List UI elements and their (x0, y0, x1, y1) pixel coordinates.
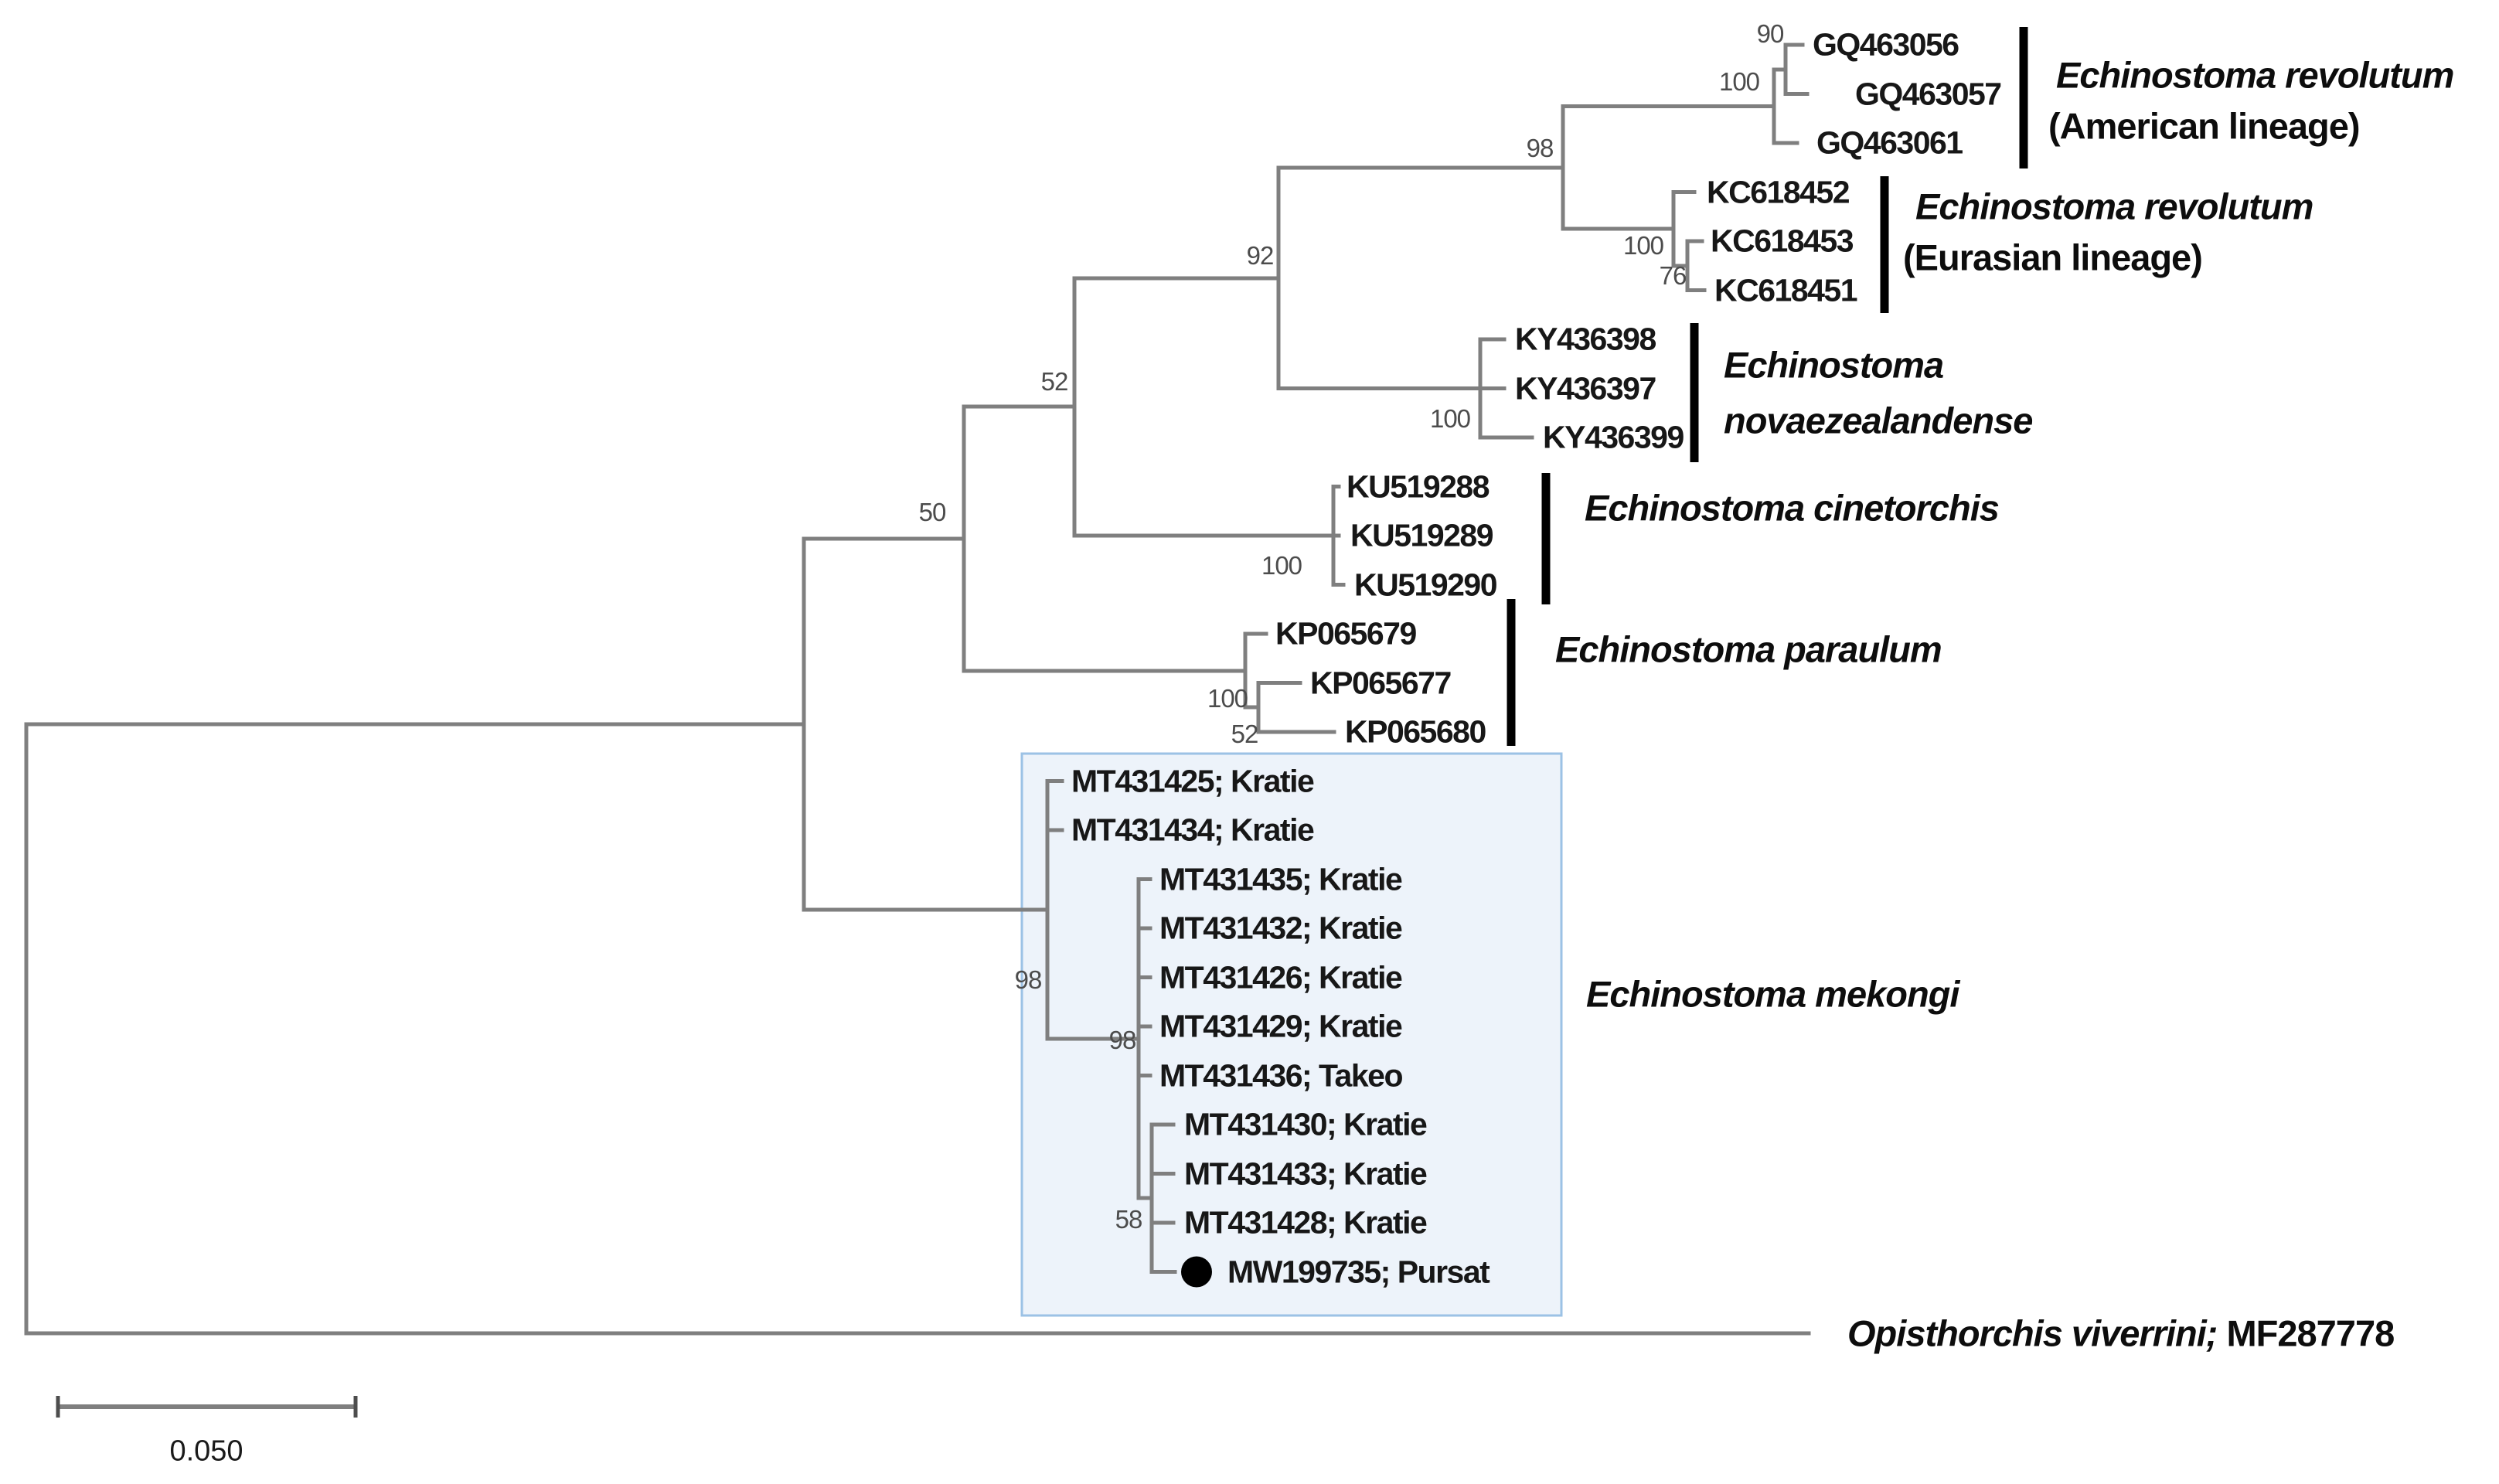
bootstrap-value: 92 (1246, 241, 1275, 270)
tip-label: MT431428; Kratie (1184, 1204, 1428, 1241)
species-annotation-text: MF287778 (2226, 1312, 2395, 1354)
species-annotation: Opisthorchis viverrini; MF287778 (1847, 1312, 2395, 1355)
species-annotation: Echinostoma revolutum (2056, 54, 2454, 97)
tip-label: MT431435; Kratie (1159, 861, 1403, 897)
species-name-text: Echinostoma cinetorchis (1585, 487, 2000, 529)
tip-label: KU519290 (1354, 567, 1498, 602)
species-annotation: Echinostoma paraulum (1555, 628, 1942, 671)
bootstrap-value: 52 (1231, 720, 1259, 748)
species-name-text: Echinostoma mekongi (1586, 973, 1959, 1015)
tip-label: KU519289 (1350, 517, 1494, 553)
bootstrap-value: 90 (1756, 19, 1785, 48)
bootstrap-value: 100 (1207, 684, 1248, 713)
tip-label: MT431433; Kratie (1184, 1156, 1428, 1191)
tip-label: KU519288 (1347, 468, 1490, 504)
species-annotation: Echinostoma cinetorchis (1585, 487, 2000, 529)
tip-label: MT431426; Kratie (1159, 959, 1403, 995)
tip-label: MT431432; Kratie (1159, 910, 1403, 946)
bootstrap-value: 100 (1261, 551, 1302, 580)
species-annotation: Echinostoma mekongi (1586, 973, 1959, 1016)
tip-label: MT431429; Kratie (1159, 1008, 1403, 1044)
scale-bar-label: 0.050 (169, 1435, 243, 1468)
bootstrap-value: 58 (1115, 1205, 1143, 1234)
species-annotation: novaezealandense (1724, 400, 2033, 442)
tip-label: MT431436; Takeo (1159, 1057, 1404, 1093)
bootstrap-value: 98 (1014, 965, 1043, 994)
tip-label: KY436398 (1515, 321, 1656, 357)
mekongi-clade-highlight-box (1020, 752, 1563, 1317)
bootstrap-value: 100 (1718, 67, 1760, 96)
species-name-text: novaezealandense (1724, 400, 2033, 441)
new-isolate-dot-icon (1181, 1256, 1212, 1288)
tip-label: KC618453 (1711, 223, 1854, 259)
bootstrap-value: 98 (1108, 1026, 1137, 1054)
tip-label: GQ463057 (1855, 76, 2002, 111)
bootstrap-value: 98 (1526, 134, 1554, 162)
tip-label: KP065679 (1275, 615, 1417, 652)
species-name-text: Echinostoma paraulum (1555, 628, 1942, 670)
tip-label: MT431434; Kratie (1071, 812, 1315, 848)
tip-label: MW199735; Pursat (1227, 1254, 1490, 1289)
species-annotation: (American lineage) (2048, 105, 2361, 148)
tip-label: GQ463061 (1816, 124, 1963, 161)
species-name-text: Echinostoma revolutum (2056, 54, 2454, 96)
tip-label: KP065677 (1310, 665, 1452, 700)
bootstrap-value: 52 (1040, 367, 1069, 396)
bootstrap-value: 100 (1622, 231, 1664, 260)
tip-label: MT431430; Kratie (1184, 1106, 1428, 1142)
species-annotation: Echinostoma revolutum (1915, 186, 2313, 228)
species-annotation-text: (Eurasian lineage) (1903, 237, 2203, 278)
tip-label: KC618451 (1714, 272, 1858, 308)
species-name-text: Echinostoma revolutum (1915, 186, 2313, 227)
tip-label: GQ463056 (1813, 26, 1959, 63)
bootstrap-value: 76 (1659, 261, 1687, 290)
bootstrap-value: 50 (918, 498, 947, 526)
species-annotation: Echinostoma (1724, 344, 1944, 386)
species-annotation: (Eurasian lineage) (1903, 237, 2203, 279)
species-name-text: Echinostoma (1724, 344, 1944, 386)
bootstrap-value: 100 (1429, 404, 1471, 433)
tip-label: KY436399 (1543, 419, 1684, 455)
tip-label: MT431425; Kratie (1071, 763, 1315, 798)
species-annotation-text: (American lineage) (2048, 105, 2361, 147)
tip-label: KC618452 (1707, 174, 1850, 209)
tip-label: KP065680 (1345, 713, 1486, 750)
tip-label: KY436397 (1515, 370, 1656, 406)
species-name-text: Opisthorchis viverrini; (1847, 1312, 2227, 1354)
